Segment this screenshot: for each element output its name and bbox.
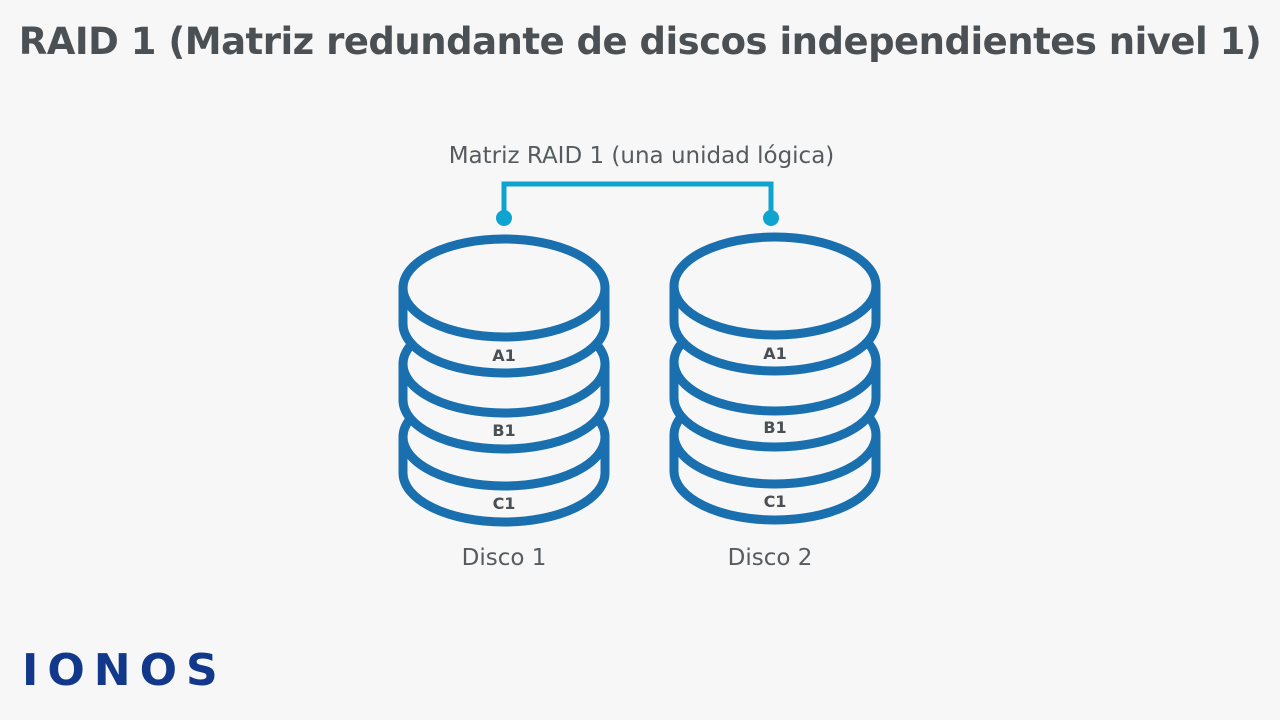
- ionos-logo: IONOS: [22, 645, 227, 696]
- disk-1-layer-a: [398, 234, 610, 378]
- disk-1-segment-b1: B1: [492, 421, 515, 440]
- disk-2-top-platter: [669, 232, 881, 340]
- diagram-title: RAID 1 (Matriz redundante de discos inde…: [18, 20, 1262, 63]
- array-connector-line: [501, 181, 774, 218]
- disk-1-label: Disco 1: [461, 545, 547, 571]
- disk-1-top-platter: [398, 234, 610, 342]
- disk-1-segment-a1: A1: [492, 346, 516, 365]
- disk-1-stack: A1 B1 C1: [398, 234, 610, 527]
- disk-2-stack: A1 B1 C1: [669, 232, 881, 525]
- disk-1-segment-c1: C1: [493, 494, 516, 513]
- disk-2-label: Disco 2: [727, 545, 813, 571]
- disk-2-layer-a: [669, 232, 881, 376]
- connector-dot-disk-2: [763, 210, 779, 226]
- disk-2-segment-b1: B1: [763, 418, 786, 437]
- array-label: Matriz RAID 1 (una unidad lógica): [448, 143, 835, 169]
- connector-dot-disk-1: [496, 210, 512, 226]
- disk-2-segment-c1: C1: [764, 492, 787, 511]
- disk-2-segment-a1: A1: [763, 344, 787, 363]
